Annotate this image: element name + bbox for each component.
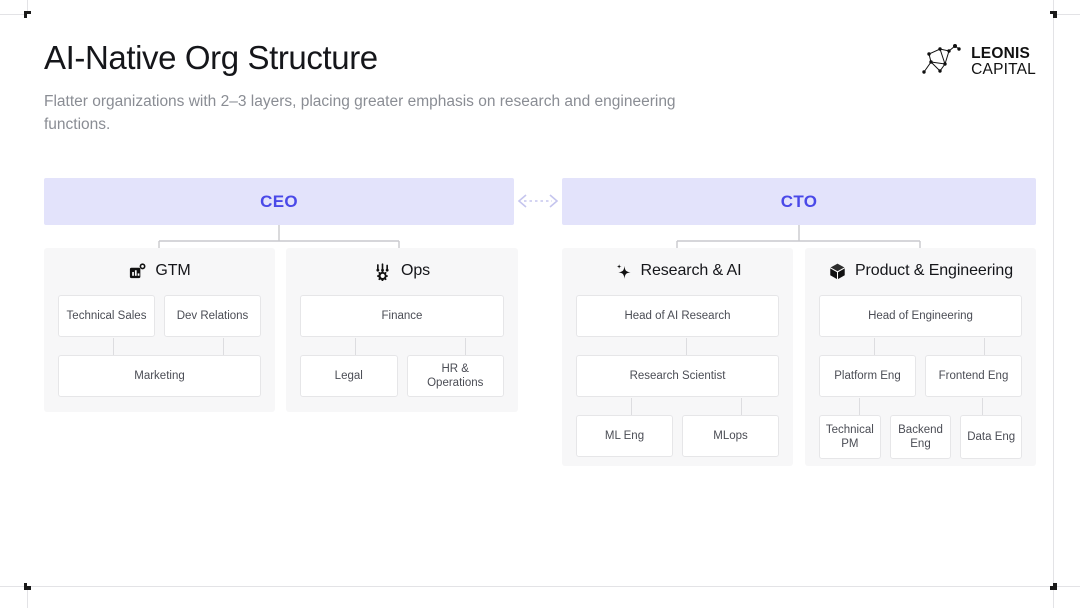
role-connector [741, 398, 742, 416]
department-header-gtm: GTM [58, 260, 261, 282]
department-card-ops[interactable]: Ops Finance Legal HR & Operations [286, 248, 518, 412]
role-row: Head of AI Research [576, 295, 779, 356]
role-connector [686, 338, 687, 356]
department-title-research-ai: Research & AI [640, 262, 742, 279]
crop-guide-bottom [0, 586, 1080, 587]
settings-sliders-gear-icon [376, 262, 389, 281]
role-box[interactable]: Backend Eng [889, 415, 952, 459]
exec-label-ceo: CEO [260, 191, 298, 211]
role-row: Technical PM Backend Eng Data Eng [819, 415, 1023, 459]
slide-header: AI-Native Org Structure Flatter organiza… [44, 39, 1036, 137]
department-header-research-ai: Research & AI [576, 260, 779, 282]
role-connector [113, 338, 114, 356]
exec-label-cto: CTO [780, 191, 818, 211]
bar-chart-insights-icon [130, 262, 146, 278]
role-box[interactable]: Technical PM [819, 415, 881, 459]
role-row: Technical Sales Dev Relations [58, 295, 261, 356]
role-box[interactable]: Platform Eng [819, 355, 916, 397]
leo-constellation-icon [922, 44, 961, 74]
role-connector [874, 338, 875, 356]
role-connector [223, 338, 224, 356]
role-box[interactable]: Head of AI Research [576, 295, 779, 337]
role-box[interactable]: Frontend Eng [925, 355, 1022, 397]
role-connector [631, 398, 632, 416]
registration-mark-bottom-right [1050, 583, 1057, 590]
role-row: Finance [300, 295, 504, 356]
registration-mark-bottom-left [24, 583, 31, 590]
department-card-research-ai[interactable]: Research & AI Head of AI Research Resear… [562, 248, 793, 466]
role-box[interactable]: Research Scientist [576, 355, 779, 397]
department-card-product-engineering[interactable]: Product & Engineering Head of Engineerin… [805, 248, 1036, 466]
role-row: ML Eng MLops [576, 415, 779, 457]
department-title-ops: Ops [400, 262, 431, 279]
role-box[interactable]: Dev Relations [164, 295, 261, 337]
role-box[interactable]: HR & Operations [406, 355, 504, 397]
department-header-product-engineering: Product & Engineering [819, 260, 1022, 282]
crop-guide-right [1053, 0, 1054, 608]
role-connector [984, 338, 985, 356]
exec-node-ceo[interactable]: CEO [44, 178, 514, 225]
role-connector [982, 398, 983, 416]
role-box[interactable]: Finance [300, 295, 504, 337]
department-title-gtm: GTM [155, 262, 191, 279]
role-box[interactable]: Head of Engineering [819, 295, 1022, 337]
role-box[interactable]: MLops [682, 415, 779, 457]
department-card-gtm[interactable]: GTM Technical Sales Dev Relations Market… [44, 248, 275, 412]
brand-wordmark: LEONIS CAPITAL [971, 44, 1036, 78]
page-subtitle: Flatter organizations with 2–3 layers, p… [44, 92, 676, 133]
role-row: Legal HR & Operations [300, 355, 504, 397]
role-box[interactable]: Legal [300, 355, 398, 397]
department-header-ops: Ops [300, 260, 504, 282]
role-connector [859, 398, 860, 416]
role-box[interactable]: Marketing [58, 355, 261, 397]
brand-logo: LEONIS CAPITAL [918, 42, 1036, 82]
slide-canvas: AI-Native Org Structure Flatter organiza… [27, 14, 1053, 586]
department-title-product-engineering: Product & Engineering [854, 262, 1013, 279]
role-row: Head of Engineering [819, 295, 1022, 356]
role-box[interactable]: ML Eng [576, 415, 673, 457]
exec-node-cto[interactable]: CTO [562, 178, 1036, 225]
brand-name-line2: CAPITAL [971, 61, 1036, 78]
role-row: Marketing [58, 355, 261, 397]
registration-mark-top-right [1050, 11, 1057, 18]
page-title: AI-Native Org Structure [44, 39, 378, 76]
role-connector [465, 338, 466, 356]
role-connector [355, 338, 356, 356]
brand-name-line1: LEONIS [971, 44, 1031, 62]
role-box[interactable]: Data Eng [960, 415, 1023, 459]
role-row: Platform Eng Frontend Eng [819, 355, 1022, 416]
cube-box-icon [830, 263, 845, 279]
role-row: Research Scientist [576, 355, 779, 416]
bidirectional-dashed-arrow-icon [517, 194, 559, 208]
sparkle-icon [616, 263, 631, 279]
role-box[interactable]: Technical Sales [58, 295, 155, 337]
